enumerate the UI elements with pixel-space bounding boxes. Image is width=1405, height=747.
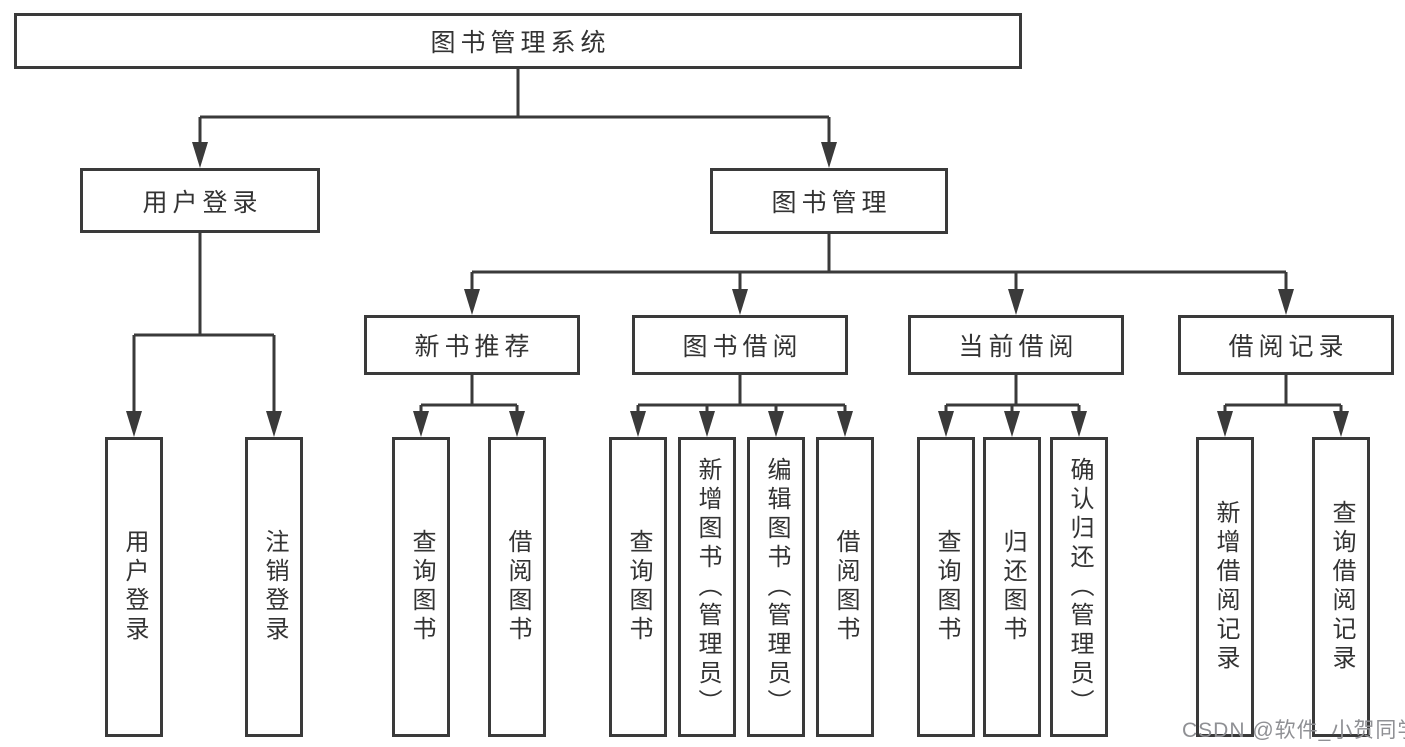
leaf-user-login: 用户登录 [105,437,163,737]
leaf-label: 借阅图书 [504,529,531,645]
leaf-label: 新增图书（管理员） [694,456,721,718]
leaf-confirm-return-admin: 确认归还（管理员） [1050,437,1108,737]
node-book-management: 图书管理 [710,168,948,234]
leaf-borrow-books: 借阅图书 [816,437,874,737]
node-label: 图书管理系统 [430,29,611,57]
leaf-query-books-borrowing: 查询图书 [609,437,667,737]
leaf-label: 借阅图书 [832,529,859,645]
node-label: 借阅记录 [1228,333,1349,361]
leaf-label: 查询图书 [933,529,960,645]
leaf-label: 查询图书 [408,529,435,645]
leaf-return-books: 归还图书 [983,437,1041,737]
leaf-query-books-recommend: 查询图书 [392,437,450,737]
node-user-login: 用户登录 [80,168,320,233]
watermark: CSDN @软件_小贺同学 [1182,719,1405,742]
leaf-query-books-current: 查询图书 [917,437,975,737]
leaf-label: 用户登录 [121,529,148,645]
leaf-query-borrow-record: 查询借阅记录 [1312,437,1370,737]
leaf-label: 归还图书 [999,529,1026,645]
leaf-label: 确认归还（管理员） [1066,456,1093,718]
leaf-label: 查询图书 [625,529,652,645]
node-current-borrowing: 当前借阅 [908,315,1124,375]
node-label: 图书借阅 [682,333,803,361]
leaf-label: 注销登录 [261,529,288,645]
leaf-edit-book-admin: 编辑图书（管理员） [747,437,805,737]
node-library-management-system: 图书管理系统 [14,13,1022,69]
leaf-add-book-admin: 新增图书（管理员） [678,437,736,737]
leaf-label: 查询借阅记录 [1328,500,1355,674]
node-label: 图书管理 [771,189,892,217]
node-label: 当前借阅 [958,333,1079,361]
leaf-logout: 注销登录 [245,437,303,737]
node-label: 新书推荐 [414,333,535,361]
leaf-add-borrow-record: 新增借阅记录 [1196,437,1254,737]
leaf-borrow-books-recommend: 借阅图书 [488,437,546,737]
node-new-book-recommend: 新书推荐 [364,315,580,375]
leaf-label: 编辑图书（管理员） [763,456,790,718]
arrowheads [126,142,1349,437]
leaf-label: 新增借阅记录 [1212,500,1239,674]
node-label: 用户登录 [142,188,263,217]
node-book-borrowing: 图书借阅 [632,315,848,375]
node-borrowing-records: 借阅记录 [1178,315,1394,375]
